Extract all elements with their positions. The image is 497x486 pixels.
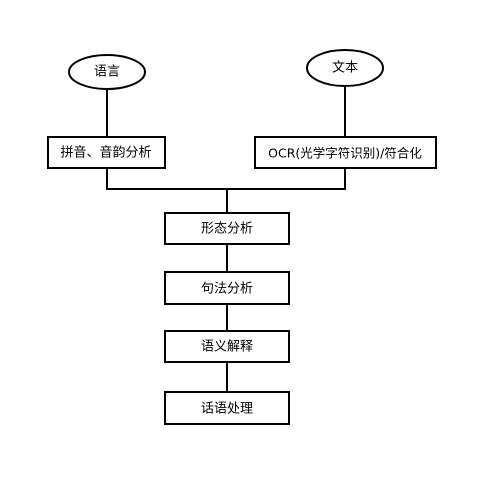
node-syntax: 句法分析 [164, 271, 290, 305]
node-semantics-label: 语义解释 [201, 340, 253, 355]
node-ocr-shape [254, 136, 437, 169]
node-semantics: 语义解释 [164, 330, 290, 363]
node-language-shape [68, 54, 146, 90]
node-text: 文本 [306, 49, 384, 87]
node-morphology-shape [164, 212, 290, 245]
node-language: 语言 [68, 54, 146, 90]
node-discourse-shape [164, 391, 290, 425]
node-text-shape [306, 49, 384, 87]
node-phonetic: 拼音、音韵分析 [47, 136, 166, 169]
node-syntax-label: 句法分析 [201, 282, 253, 297]
node-morphology: 形态分析 [164, 212, 290, 245]
connector-merge-to-morphology [106, 168, 346, 190]
node-discourse: 话语处理 [164, 391, 290, 425]
node-discourse-label: 话语处理 [201, 402, 253, 417]
node-language-label: 语言 [94, 65, 120, 80]
node-text-label: 文本 [332, 61, 358, 76]
node-phonetic-label: 拼音、音韵分析 [60, 145, 151, 161]
node-syntax-shape [164, 271, 290, 305]
node-semantics-shape [164, 330, 290, 363]
node-morphology-label: 形态分析 [201, 222, 253, 237]
node-ocr-label: OCR(光学字符识别)/符合化 [268, 146, 422, 161]
node-ocr: OCR(光学字符识别)/符合化 [254, 136, 437, 169]
connectors [106, 86, 346, 392]
node-phonetic-shape [47, 136, 166, 169]
